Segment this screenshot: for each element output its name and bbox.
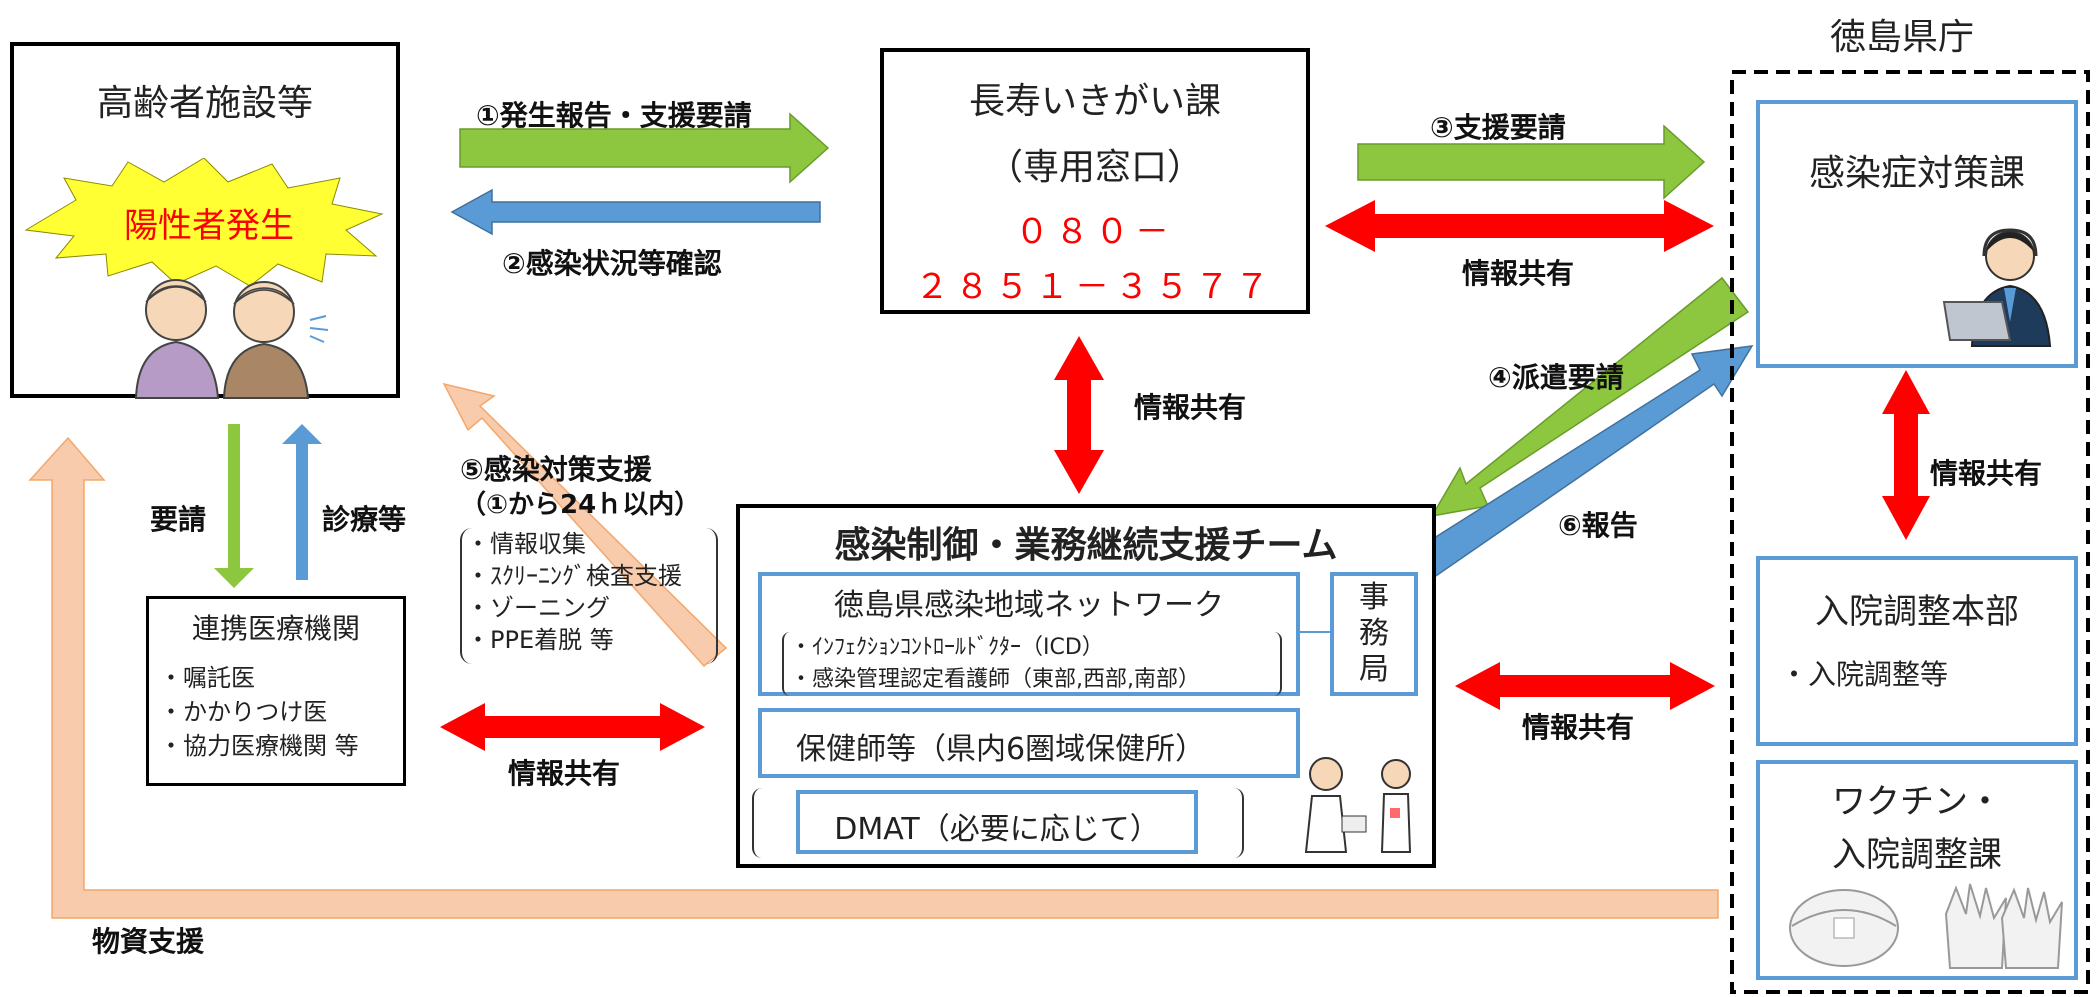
jimukyoku-char: 事 (1359, 580, 1389, 615)
renkei-box: 連携医療機関 ・嘱託医 ・かかりつけ医 ・協力医療機関 等 (146, 596, 406, 786)
support5-sub: （①から24ｈ以内） (460, 490, 701, 520)
arrow-report-request (459, 112, 830, 184)
arrow-infection-support (442, 382, 728, 668)
network-box: 徳島県感染地域ネットワーク ・ｲﾝﾌｪｸｼｮﾝｺﾝﾄﾛｰﾙﾄﾞｸﾀｰ（ICD） … (758, 572, 1300, 696)
nyuin-honbu-box: 入院調整本部 ・入院調整等 (1756, 556, 2078, 746)
support5-item: ・情報収集 (466, 530, 586, 558)
doctor-nurse-icon (1304, 757, 1412, 853)
kansen-taisaku-box: 感染症対策課 (1756, 100, 2078, 368)
prefecture-label: 徳島県庁 (1830, 17, 1975, 58)
renkei-title: 連携医療機関 (191, 612, 360, 645)
choju-phone-line1: ０８０－ (1015, 212, 1175, 252)
dmat-bracket (752, 788, 1244, 858)
network-item: ・感染管理認定看護師（東部,西部,南部） (790, 667, 1200, 692)
share-arrow-center (1054, 336, 1104, 494)
request-label: 要請 (150, 503, 207, 536)
share-label-center: 情報共有 (1134, 391, 1247, 424)
arrow6-label: ⑥報告 (1558, 509, 1638, 542)
facility-title: 高齢者施設等 (96, 83, 313, 124)
team-title: 感染制御・業務継続支援チーム (834, 525, 1338, 566)
share-label-mid-right: 情報共有 (1522, 711, 1635, 744)
arrow-request-down (214, 424, 254, 588)
elderly-people-icon (134, 279, 329, 399)
supply-arrow (28, 436, 1719, 919)
hokenshi-text: 保健師等（県内6圏域保健所） (796, 732, 1206, 767)
arrow2-label: ②感染状況等確認 (502, 247, 722, 280)
nyuin-honbu-item: ・入院調整等 (1780, 658, 1949, 691)
prefecture-dashed-border (1730, 70, 2090, 994)
mask-gloves-icon (1789, 883, 2063, 969)
share-label-top: 情報共有 (1462, 257, 1575, 290)
renkei-item: ・嘱託医 (159, 664, 255, 692)
renkei-item: ・かかりつけ医 (159, 698, 328, 726)
vaccine-line1: ワクチン・ (1832, 782, 2002, 822)
supply-label: 物資支援 (92, 925, 205, 958)
jimukyoku-box: 事 務 局 (1330, 572, 1418, 696)
choju-phone-line2: ２８５１－３５７７ (915, 267, 1275, 307)
network-title: 徳島県感染地域ネットワーク (834, 588, 1224, 623)
share-arrow-top (1325, 200, 1714, 252)
arrow4-label: ④派遣要請 (1488, 361, 1624, 394)
choju-subtitle: （専用窓口） (986, 147, 1203, 188)
support5-list: ・情報収集 ・ｽｸﾘｰﾆﾝｸﾞ検査支援 ・ゾーニング ・PPE着脱 等 (460, 528, 718, 664)
share-arrow-right (1882, 370, 1930, 540)
hokenshi-box: 保健師等（県内6圏域保健所） (758, 708, 1300, 778)
vaccine-box: ワクチン・ 入院調整課 (1756, 760, 2078, 980)
dmat-box: DMAT（必要に応じて） (796, 790, 1198, 854)
choju-box: 長寿いきがい課 （専用窓口） ０８０－ ２８５１－３５７７ (880, 48, 1310, 314)
arrow-dispatch-request (1430, 276, 1750, 518)
nyuin-honbu-title: 入院調整本部 (1815, 592, 2019, 632)
vaccine-line2: 入院調整課 (1832, 835, 2002, 875)
burst-text: 陽性者発生 (124, 206, 294, 246)
network-item: ・ｲﾝﾌｪｸｼｮﾝｺﾝﾄﾛｰﾙﾄﾞｸﾀｰ（ICD） (790, 635, 1104, 660)
choju-title: 長寿いきがい課 (968, 81, 1221, 122)
share-arrow-left (440, 703, 705, 751)
share-arrow-mid-right (1455, 662, 1715, 710)
arrow-report (1410, 345, 1754, 582)
arrow3-label: ③支援要請 (1430, 111, 1566, 144)
operator-icon (1942, 228, 2052, 347)
dmat-text: DMAT（必要に応じて） (834, 812, 1160, 847)
arrow-status-check (450, 188, 821, 236)
facility-box: 高齢者施設等 陽性者発生 (10, 42, 400, 399)
kansen-taisaku-title: 感染症対策課 (1808, 153, 2025, 194)
arrow1-label: ①発生報告・支援要請 (476, 99, 752, 132)
support5-title: ⑤感染対策支援 (460, 453, 652, 486)
share-label-right: 情報共有 (1930, 457, 2043, 490)
renkei-item: ・協力医療機関 等 (159, 732, 359, 760)
support5-item: ・ゾーニング (466, 594, 610, 622)
arrow-treatment-up (282, 424, 322, 580)
burst-shape (24, 158, 384, 287)
jimukyoku-char: 務 (1359, 616, 1389, 651)
share-label-left: 情報共有 (508, 757, 621, 790)
support5-item: ・ｽｸﾘｰﾆﾝｸﾞ検査支援 (466, 562, 682, 590)
support5-item: ・PPE着脱 等 (466, 626, 614, 654)
treatment-label: 診療等 (322, 503, 407, 536)
jimukyoku-char: 局 (1359, 652, 1389, 687)
arrow-support-request (1357, 124, 1706, 200)
